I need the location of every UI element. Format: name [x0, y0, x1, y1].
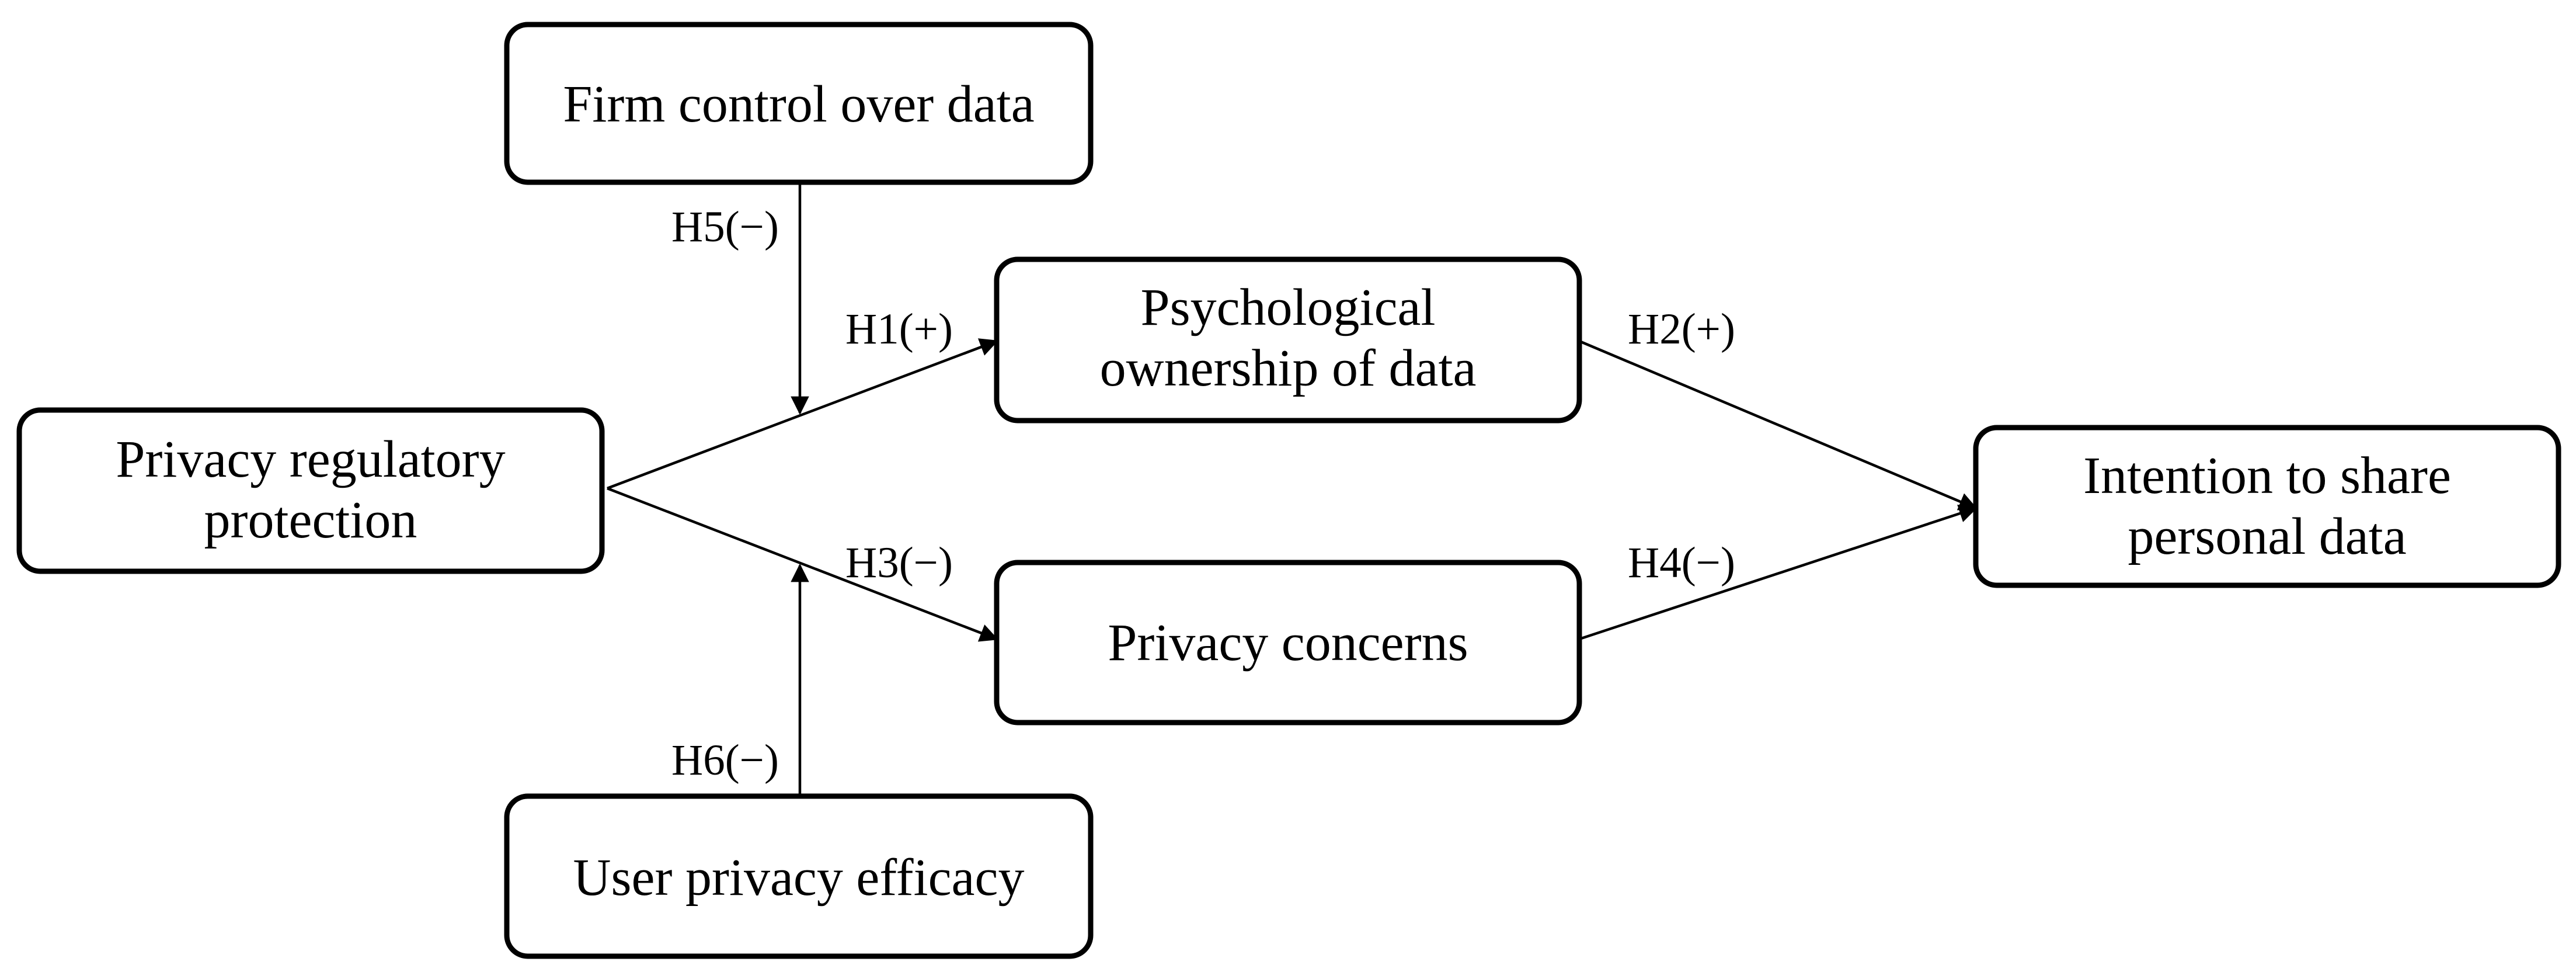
node-psychological-ownership-line-1: Psychological — [1141, 279, 1436, 336]
node-privacy-regulatory-protection-line-2: protection — [204, 491, 417, 549]
node-psychological-ownership: Psychological ownership of data — [994, 256, 1582, 423]
label-h2: H2(+) — [1628, 305, 1735, 353]
label-h5: H5(−) — [671, 203, 779, 251]
node-intention-to-share-line-1: Intention to share — [2083, 447, 2451, 505]
node-firm-control: Firm control over data — [504, 22, 1094, 185]
node-firm-control-line-1: Firm control over data — [563, 75, 1034, 133]
label-h6: H6(−) — [671, 736, 779, 784]
node-privacy-regulatory-protection-line-1: Privacy regulatory — [116, 431, 505, 488]
node-user-privacy-efficacy: User privacy efficacy — [504, 793, 1094, 959]
node-intention-to-share-line-2: personal data — [2128, 508, 2406, 565]
node-privacy-concerns-line-1: Privacy concerns — [1108, 614, 1468, 672]
node-privacy-concerns: Privacy concerns — [994, 560, 1582, 725]
node-psychological-ownership-line-2: ownership of data — [1100, 339, 1477, 397]
edges — [607, 182, 1978, 796]
edge-h4 — [1579, 504, 1978, 641]
hypothesis-labels: H1(+) H2(+) H3(−) H4(−) H5(−) H6(−) — [671, 203, 1735, 784]
node-user-privacy-efficacy-line-1: User privacy efficacy — [573, 849, 1025, 907]
edge-h1 — [607, 338, 998, 490]
label-h4: H4(−) — [1628, 539, 1735, 587]
node-intention-to-share: Intention to share personal data — [1973, 425, 2561, 588]
node-privacy-regulatory-protection: Privacy regulatory protection — [16, 407, 605, 574]
label-h3: H3(−) — [845, 539, 953, 587]
edge-h2 — [1579, 339, 1978, 511]
label-h1: H1(+) — [845, 305, 953, 353]
